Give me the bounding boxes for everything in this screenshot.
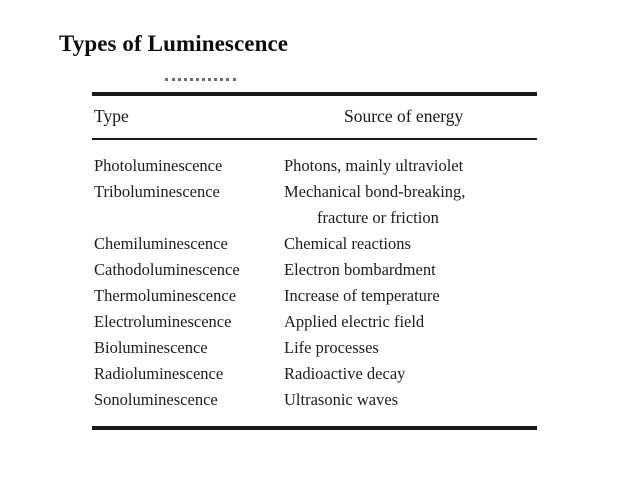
table-header-rule — [92, 138, 537, 140]
cell-type: Chemiluminescence — [94, 234, 228, 253]
table-row: Sonoluminescence Ultrasonic waves — [92, 390, 537, 416]
table-row: fracture or friction — [92, 208, 537, 234]
cell-type: Bioluminescence — [94, 338, 208, 357]
cell-source: Ultrasonic waves — [284, 390, 399, 409]
cell-source: Mechanical bond-breaking, — [284, 182, 466, 201]
cell-source: Radioactive decay — [284, 364, 406, 383]
table-bottom-rule — [92, 426, 537, 430]
cell-source: Chemical reactions — [284, 234, 411, 253]
cell-type: Triboluminescence — [94, 182, 220, 201]
cell-type: Photoluminescence — [94, 156, 223, 175]
cell-source: Photons, mainly ultraviolet — [284, 156, 464, 175]
table-header-row: Type Source of energy — [92, 96, 537, 138]
cell-type: Thermoluminescence — [94, 286, 237, 305]
table-top-rule — [92, 92, 537, 96]
dotted-rule-decoration — [165, 78, 236, 84]
cell-source: Electron bombardment — [284, 260, 436, 279]
cell-type: Cathodoluminescence — [94, 260, 240, 279]
column-header-source: Source of energy — [344, 106, 464, 126]
cell-type: Electroluminescence — [94, 312, 232, 331]
table-row: Cathodoluminescence Electron bombardment — [92, 260, 537, 286]
table-body: Photoluminescence Photons, mainly ultravi… — [92, 140, 537, 426]
column-header-type: Type — [94, 106, 129, 126]
cell-source: Increase of temperature — [284, 286, 440, 305]
page-title: Types of Luminescence — [59, 31, 289, 56]
cell-source: Life processes — [284, 338, 379, 357]
cell-source: Applied electric field — [284, 312, 425, 331]
table-row: Triboluminescence Mechanical bond-breakin… — [92, 182, 537, 208]
cell-type: Radioluminescence — [94, 364, 224, 383]
table-row: Bioluminescence Life processes — [92, 338, 537, 364]
cell-type: Sonoluminescence — [94, 390, 218, 409]
table-row: Chemiluminescence Chemical reactions — [92, 234, 537, 260]
table-row: Photoluminescence Photons, mainly ultravi… — [92, 156, 537, 182]
table-row: Electroluminescence Applied electric fiel… — [92, 312, 537, 338]
table-row: Thermoluminescence Increase of temperatur… — [92, 286, 537, 312]
cell-source-continuation: fracture or friction — [317, 208, 439, 227]
table-row: Radioluminescence Radioactive decay — [92, 364, 537, 390]
